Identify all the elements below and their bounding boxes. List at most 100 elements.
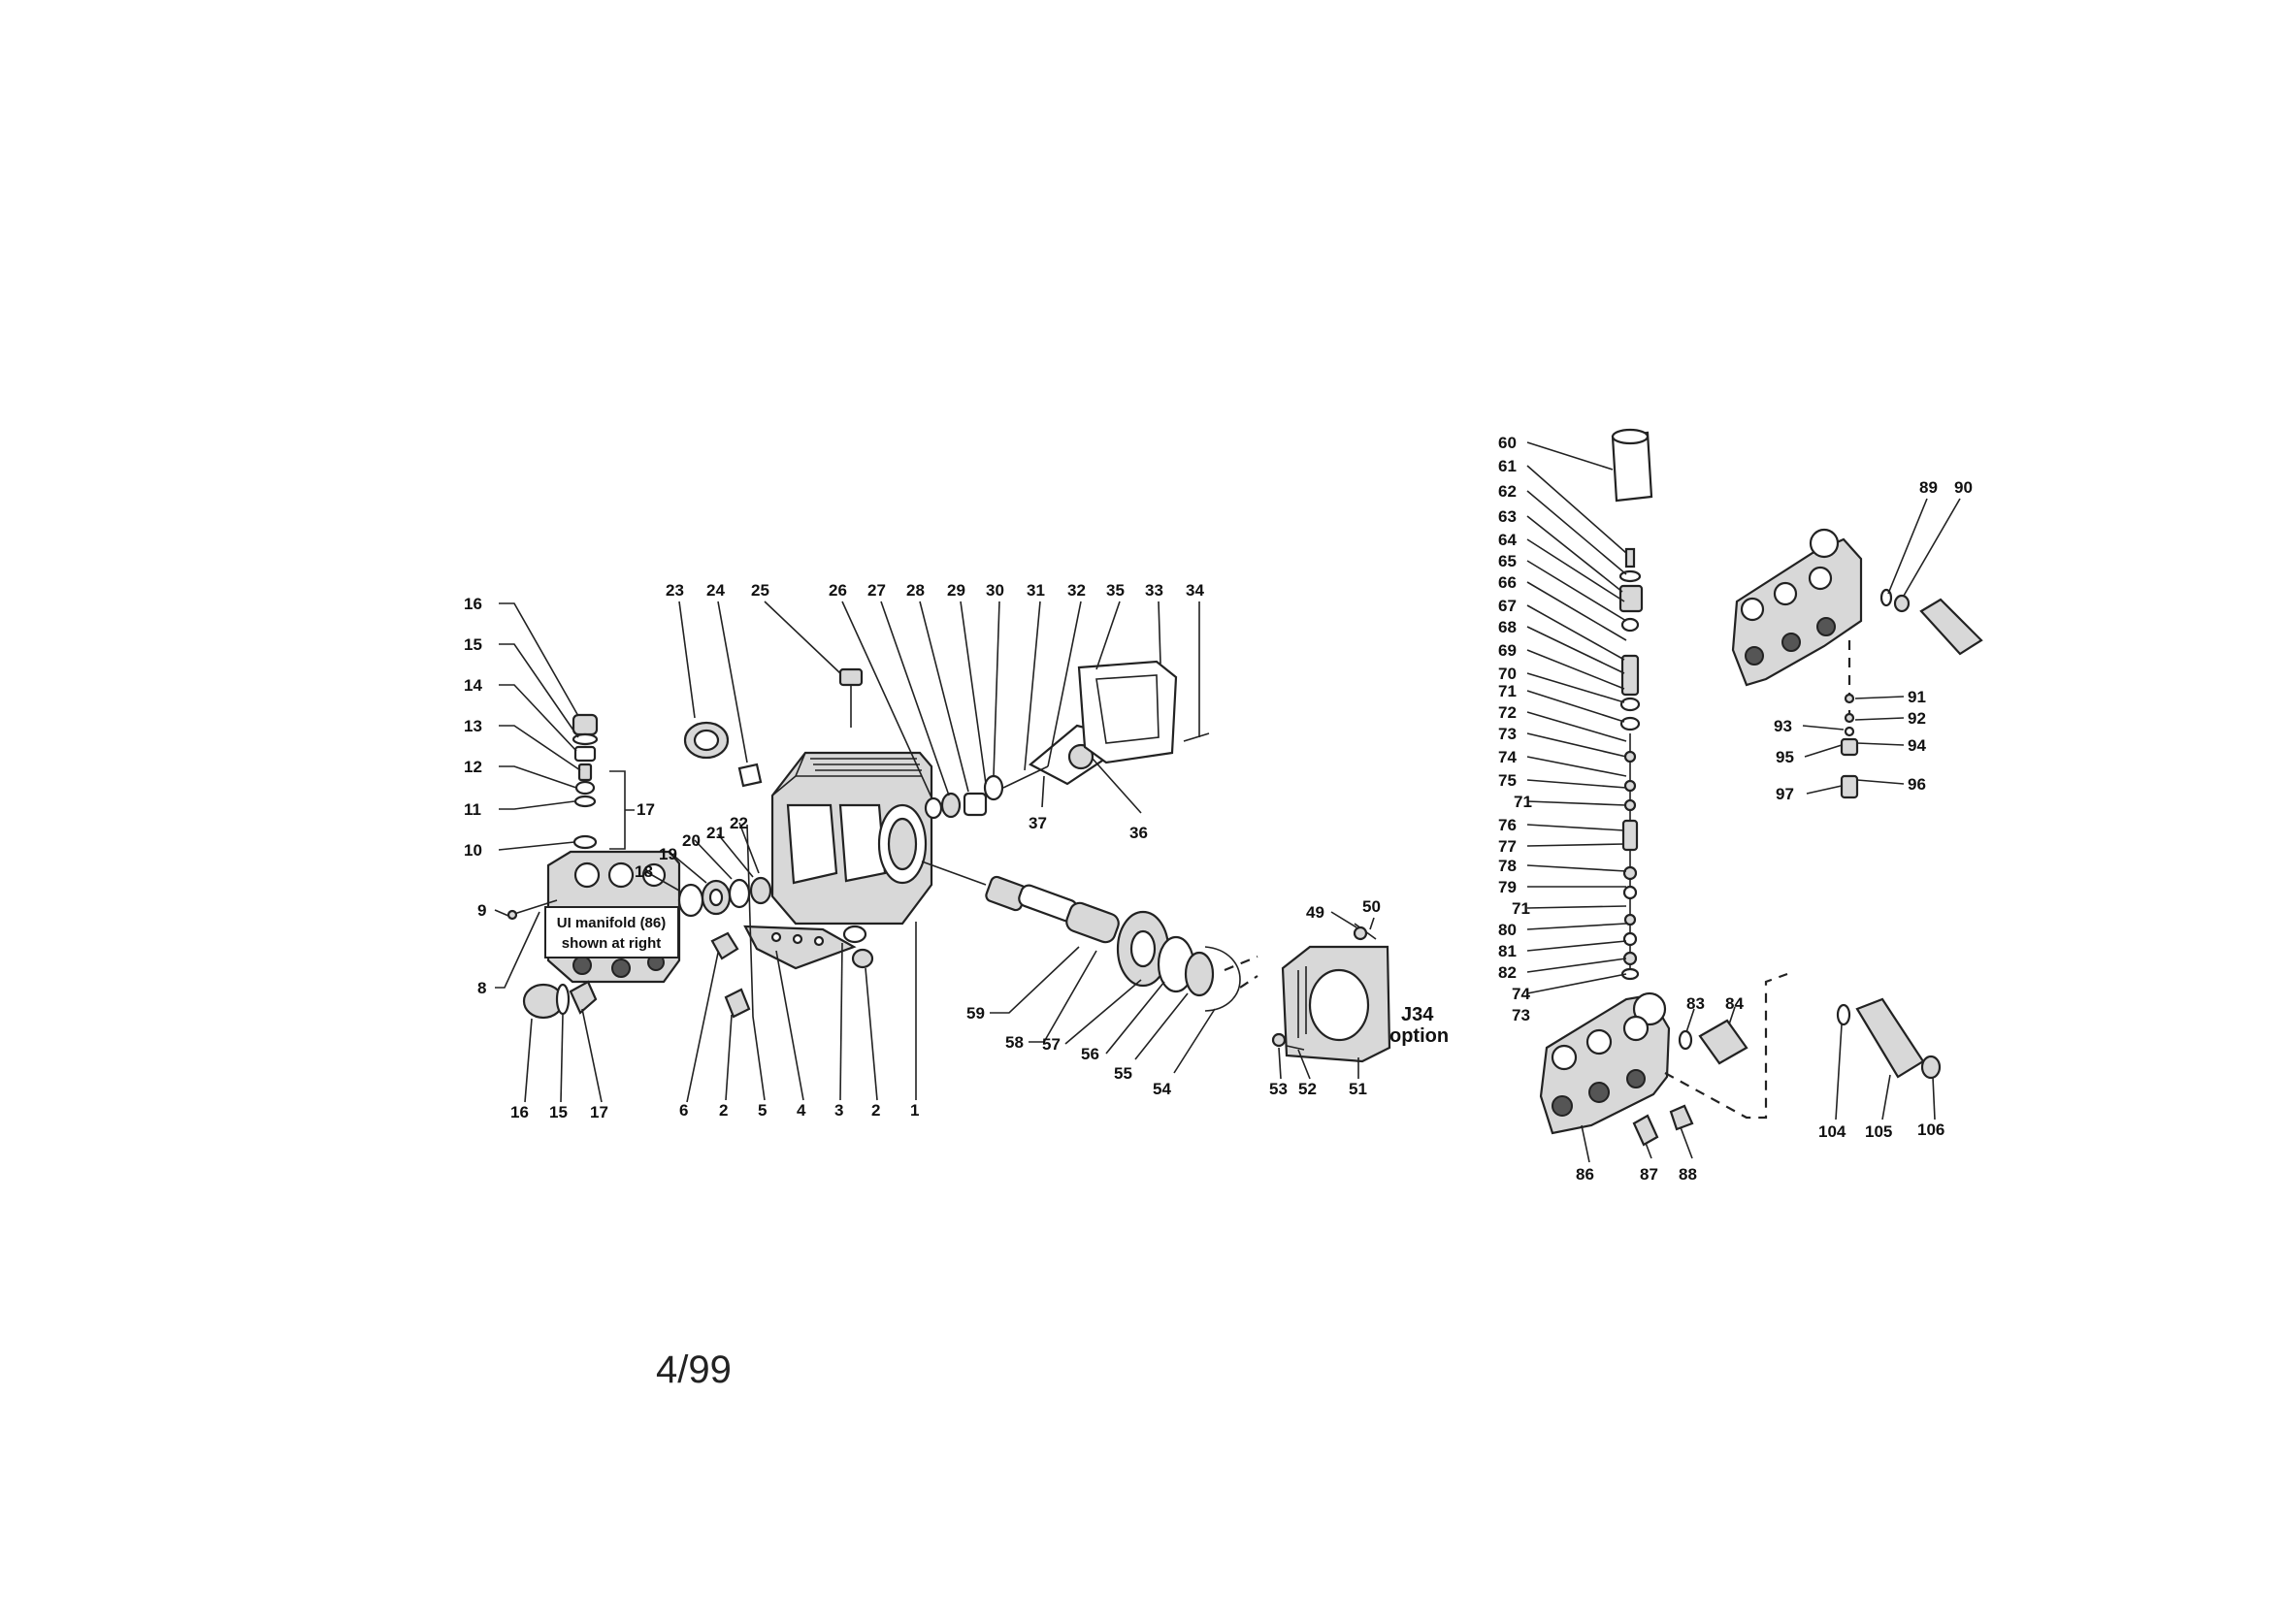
- label-83: 83: [1686, 994, 1705, 1013]
- label-71-b: 71: [1514, 793, 1532, 811]
- label-71-c: 71: [1512, 899, 1530, 918]
- label-74-b: 74: [1512, 985, 1530, 1003]
- ui-manifold: [1539, 991, 1694, 1147]
- label-13: 13: [464, 717, 482, 735]
- label-50: 50: [1362, 897, 1381, 916]
- label-32: 32: [1067, 581, 1086, 600]
- label-57: 57: [1042, 1035, 1061, 1054]
- label-63: 63: [1498, 507, 1517, 526]
- label-65: 65: [1498, 552, 1517, 570]
- label-68: 68: [1498, 618, 1517, 636]
- label-6: 6: [679, 1101, 688, 1120]
- crankshaft-assembly: [985, 875, 1241, 1012]
- rear-cover-j34: J34 option: [1271, 923, 1449, 1063]
- label-26: 26: [829, 581, 847, 600]
- label-77: 77: [1498, 837, 1517, 856]
- callout-line-2: shown at right: [562, 935, 662, 952]
- label-31: 31: [1027, 581, 1045, 600]
- option-line-2: option: [1389, 1025, 1449, 1047]
- label-1: 1: [910, 1101, 919, 1120]
- label-23: 23: [666, 581, 684, 600]
- label-17-top: 17: [637, 800, 655, 819]
- label-34: 34: [1186, 581, 1204, 600]
- label-35: 35: [1106, 581, 1125, 600]
- alt-manifold: [1731, 528, 1983, 799]
- label-3: 3: [834, 1101, 843, 1120]
- label-69: 69: [1498, 641, 1517, 660]
- label-36: 36: [1129, 824, 1148, 842]
- label-2-left: 2: [719, 1101, 728, 1120]
- label-20: 20: [682, 831, 701, 850]
- label-49: 49: [1306, 903, 1324, 922]
- part-labels: 16 15 14 13 12 11 10 17 9 8 18 19 20 21 …: [464, 434, 1973, 1184]
- crank-cover-assembly: [924, 660, 1210, 820]
- crankcase: [770, 751, 933, 926]
- label-96: 96: [1908, 775, 1926, 794]
- label-93: 93: [1774, 717, 1792, 735]
- callout-line-1: UI manifold (86): [557, 915, 667, 931]
- label-4: 4: [797, 1101, 806, 1120]
- label-70: 70: [1498, 665, 1517, 683]
- label-22: 22: [730, 814, 748, 832]
- label-64: 64: [1498, 531, 1517, 549]
- label-2: 2: [871, 1101, 880, 1120]
- label-52: 52: [1298, 1080, 1317, 1098]
- label-8: 8: [477, 979, 486, 997]
- label-30: 30: [986, 581, 1004, 600]
- label-54: 54: [1153, 1080, 1171, 1098]
- label-10: 10: [464, 841, 482, 860]
- label-11: 11: [464, 800, 481, 819]
- revision-date: 4/99: [656, 1348, 732, 1391]
- label-25: 25: [751, 581, 769, 600]
- label-60: 60: [1498, 434, 1517, 452]
- label-27: 27: [867, 581, 886, 600]
- label-84: 84: [1725, 994, 1744, 1013]
- label-88: 88: [1679, 1165, 1697, 1184]
- label-28: 28: [906, 581, 925, 600]
- label-29: 29: [947, 581, 965, 600]
- label-18: 18: [635, 862, 653, 881]
- label-51: 51: [1349, 1080, 1367, 1098]
- label-16: 16: [464, 595, 482, 613]
- label-15-bottom: 15: [549, 1103, 568, 1121]
- label-80: 80: [1498, 921, 1517, 939]
- label-79: 79: [1498, 878, 1517, 896]
- label-15: 15: [464, 635, 482, 654]
- option-line-1: J34: [1401, 1004, 1434, 1025]
- label-95: 95: [1776, 748, 1794, 766]
- label-90: 90: [1954, 478, 1973, 497]
- label-9: 9: [477, 901, 486, 920]
- label-14: 14: [464, 676, 482, 695]
- label-105: 105: [1865, 1122, 1892, 1141]
- left-manifold-assembly: UI manifold (86) shown at right: [506, 713, 874, 1020]
- label-62: 62: [1498, 482, 1517, 501]
- label-24: 24: [706, 581, 725, 600]
- label-86: 86: [1576, 1165, 1594, 1184]
- label-73-b: 73: [1512, 1006, 1530, 1024]
- label-78: 78: [1498, 857, 1517, 875]
- label-75: 75: [1498, 771, 1517, 790]
- label-106: 106: [1917, 1121, 1944, 1139]
- label-53: 53: [1269, 1080, 1288, 1098]
- label-19: 19: [659, 845, 677, 863]
- label-94: 94: [1908, 736, 1926, 755]
- leader-lines: [494, 441, 1961, 1163]
- label-21: 21: [706, 824, 725, 842]
- label-97: 97: [1776, 785, 1794, 803]
- label-37: 37: [1029, 814, 1047, 832]
- label-67: 67: [1498, 597, 1517, 615]
- label-73-a: 73: [1498, 725, 1517, 743]
- label-56: 56: [1081, 1045, 1099, 1063]
- label-16-bottom: 16: [510, 1103, 529, 1121]
- label-71-a: 71: [1498, 682, 1517, 700]
- label-104: 104: [1818, 1122, 1846, 1141]
- label-76: 76: [1498, 816, 1517, 834]
- label-74-a: 74: [1498, 748, 1517, 766]
- label-33: 33: [1145, 581, 1163, 600]
- label-66: 66: [1498, 573, 1517, 592]
- label-87: 87: [1640, 1165, 1658, 1184]
- label-89: 89: [1919, 478, 1938, 497]
- label-58: 58: [1005, 1033, 1024, 1052]
- label-91: 91: [1908, 688, 1926, 706]
